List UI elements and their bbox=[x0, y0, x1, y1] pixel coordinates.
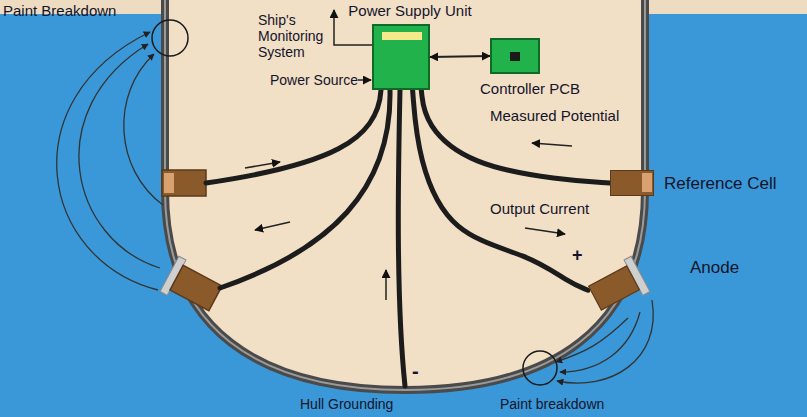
reference-cell-face bbox=[164, 173, 174, 193]
polarity-sign: - bbox=[412, 360, 419, 383]
flow-arrow bbox=[532, 143, 572, 146]
current-path bbox=[556, 318, 628, 362]
reference-cell-face bbox=[642, 173, 652, 192]
source-label: Power Source bbox=[270, 72, 358, 88]
display-strip bbox=[382, 32, 422, 40]
cable bbox=[220, 90, 390, 288]
cable bbox=[206, 90, 381, 183]
current-path bbox=[57, 32, 158, 290]
system-label: Ship's Monitoring System bbox=[258, 12, 334, 60]
current-path bbox=[79, 44, 160, 268]
current-path bbox=[557, 300, 653, 383]
node-label: Controller PCB bbox=[480, 80, 580, 97]
node-label: Power Supply Unit bbox=[348, 2, 471, 19]
polarity-sign: + bbox=[572, 245, 583, 266]
flow-arrow bbox=[255, 222, 290, 230]
reference-cell-box bbox=[610, 170, 654, 196]
ground-cable bbox=[398, 90, 405, 386]
signal-label: Measured Potential bbox=[490, 107, 619, 124]
flow-arrow bbox=[385, 270, 387, 300]
signal-arrow bbox=[430, 56, 490, 57]
hull-interior bbox=[165, 0, 645, 390]
connector-layer bbox=[413, 56, 610, 290]
callout-label: Paint breakdown bbox=[500, 396, 604, 412]
signal-arrow bbox=[358, 79, 371, 81]
current-path bbox=[124, 54, 163, 205]
hull-plate bbox=[165, 0, 645, 390]
node-label: Reference Cell bbox=[664, 174, 776, 194]
anode-block bbox=[170, 265, 222, 310]
breakdown-circle bbox=[523, 351, 557, 385]
flow-arrow bbox=[525, 228, 565, 234]
reference-cell: Reference Cell bbox=[610, 170, 776, 196]
power-supply-unit: Power Supply Unit bbox=[348, 2, 471, 90]
hull-highlight bbox=[165, 0, 645, 390]
controller-pcb-box bbox=[490, 38, 540, 74]
anode: Anode bbox=[592, 258, 739, 302]
callout-label: Paint Breakdown bbox=[3, 2, 116, 19]
reference-cell bbox=[162, 170, 206, 196]
anode-box bbox=[588, 265, 640, 310]
flow-arrow bbox=[245, 162, 280, 168]
controller-pcb: Controller PCB bbox=[480, 38, 580, 97]
breakdown-circle bbox=[152, 20, 188, 56]
chip bbox=[510, 52, 520, 61]
cable bbox=[421, 90, 610, 183]
signal-label: Output Current bbox=[490, 200, 589, 217]
power-supply-unit-box bbox=[372, 24, 430, 90]
part-label: Hull Grounding bbox=[300, 396, 393, 412]
node-label: Anode bbox=[690, 258, 739, 278]
